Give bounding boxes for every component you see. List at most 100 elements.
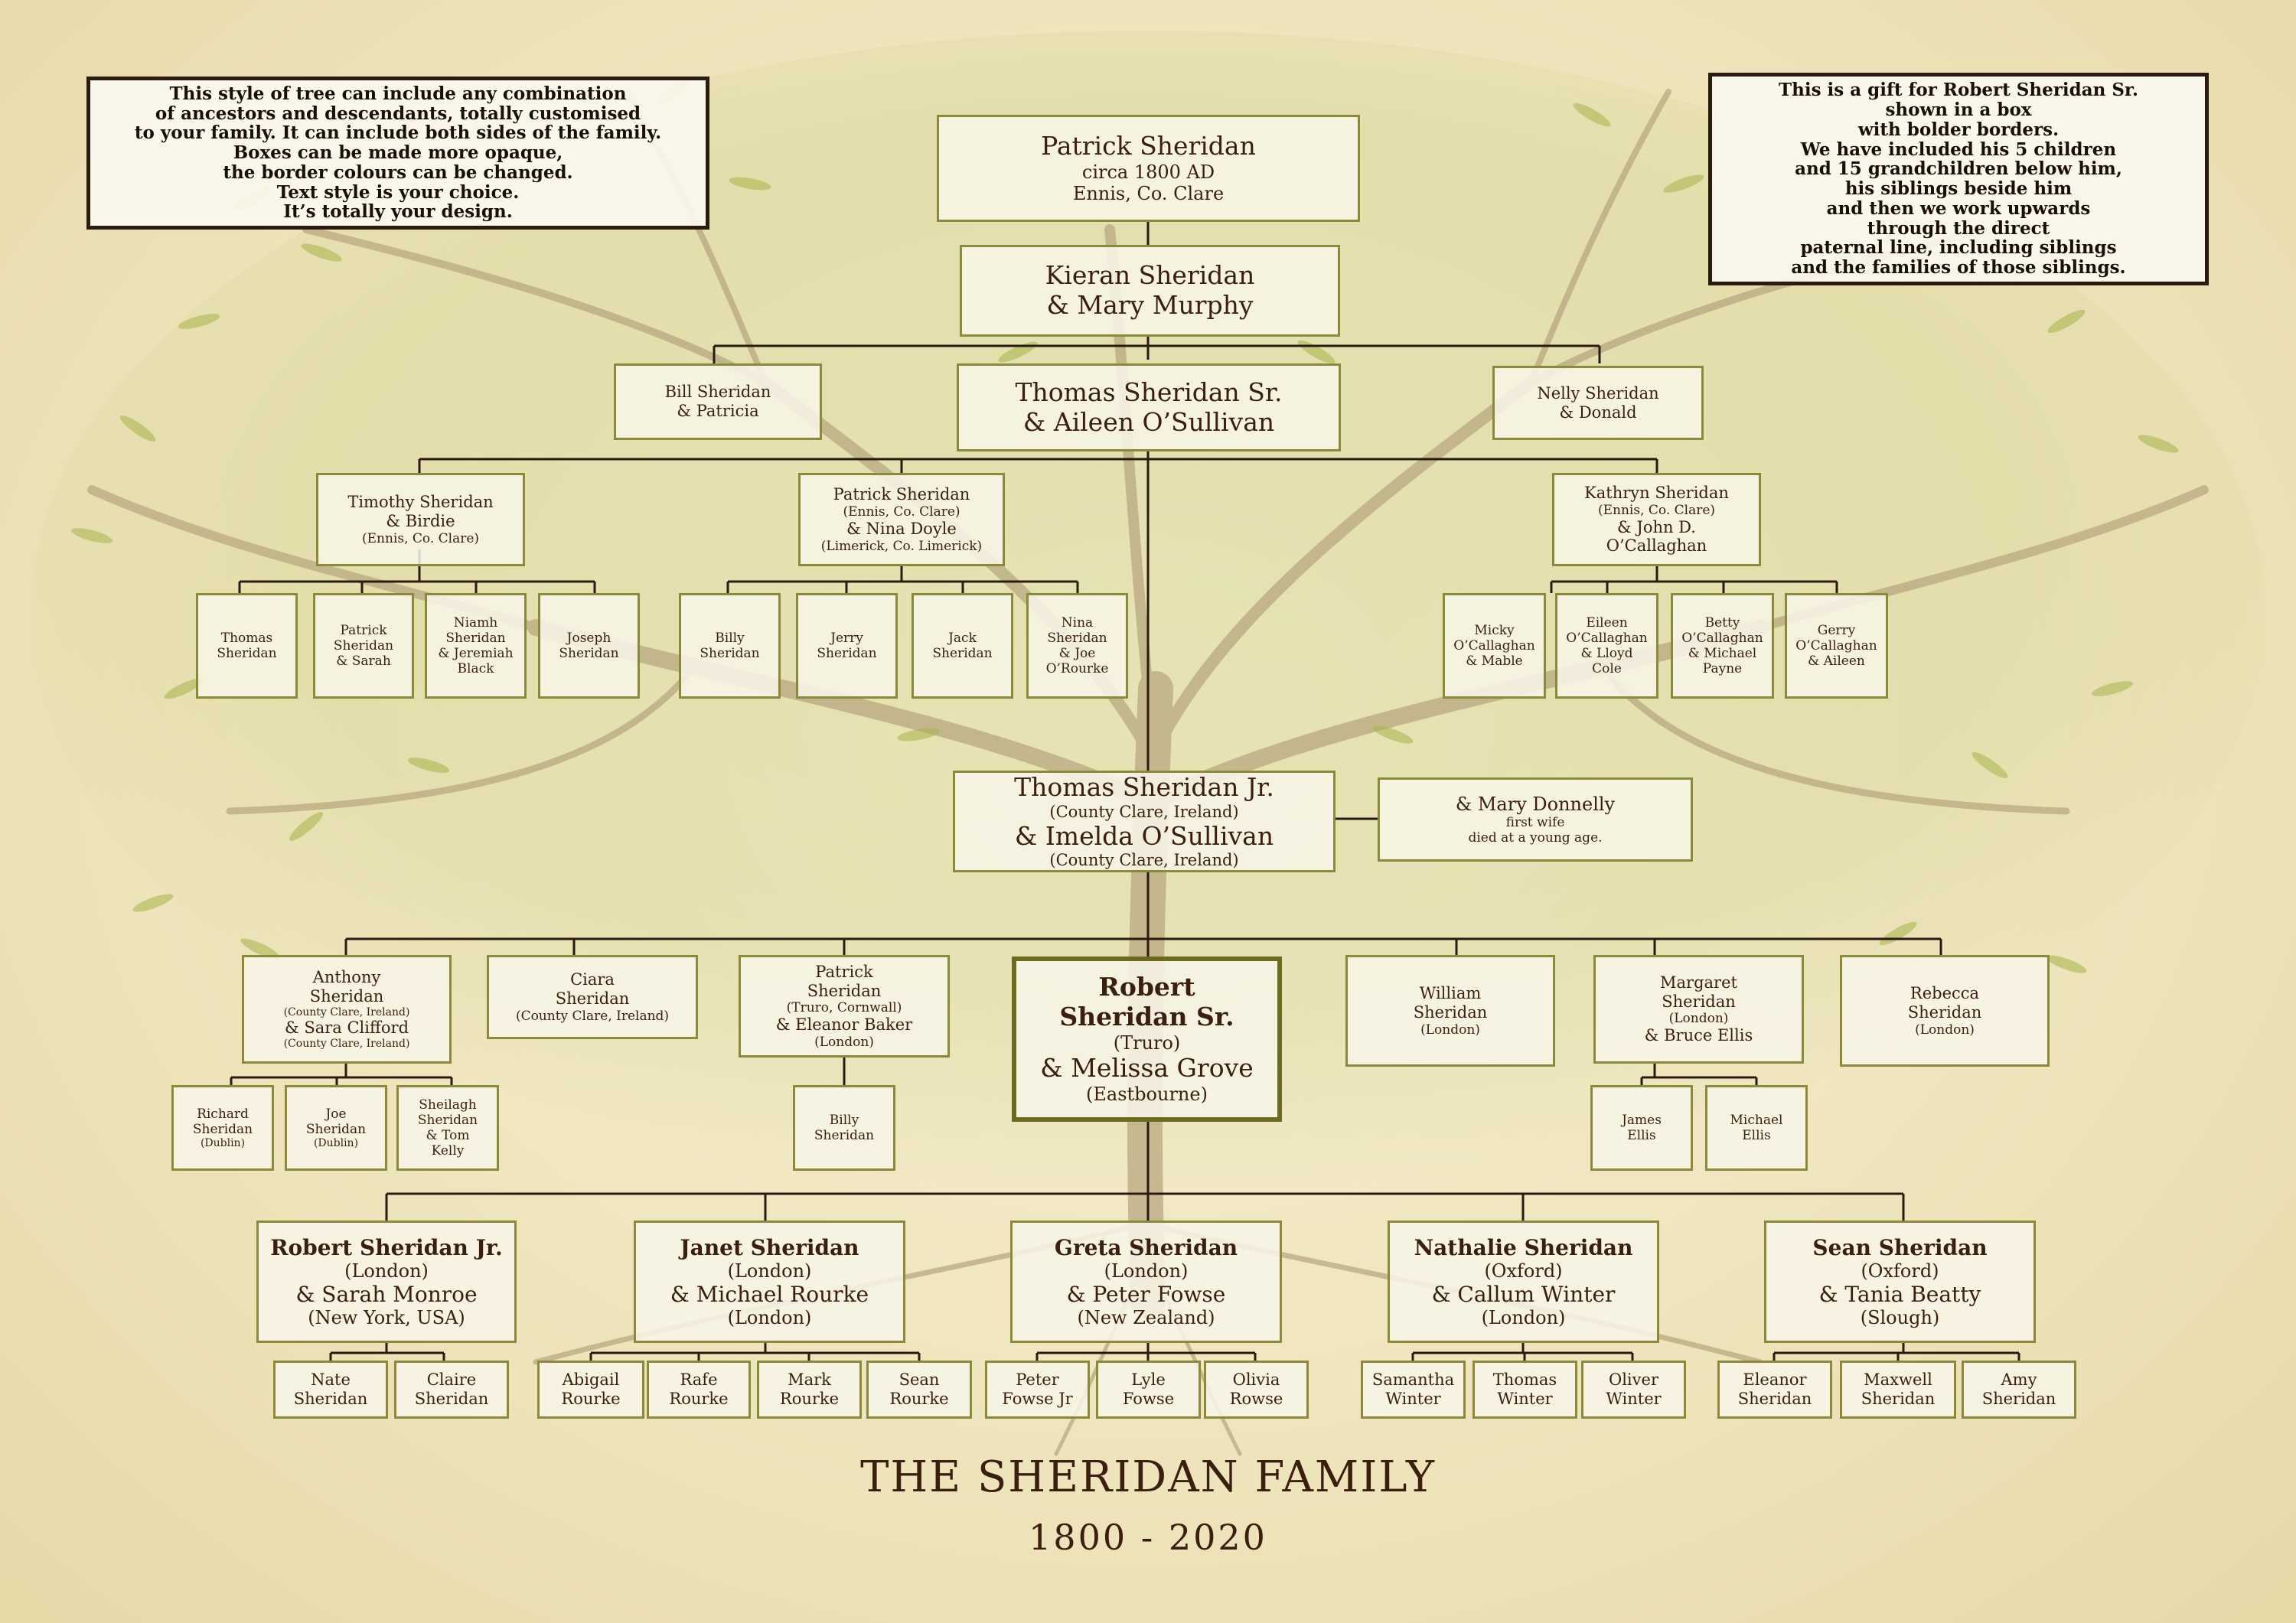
person-kieran-sheridan: Kieran Sheridan & Mary Murphy [960,245,1340,337]
note-line: This is a gift for Robert Sheridan Sr. [1779,80,2138,101]
note-line: This style of tree can include any combi… [169,83,627,104]
person-james-ellis: James Ellis [1590,1085,1693,1171]
person-place: (London) [1420,1022,1480,1038]
person-name: Claire [426,1370,477,1390]
person-name: Sheridan [192,1121,253,1137]
person-name: Rourke [669,1390,729,1408]
person-detail: died at a young age. [1468,830,1603,846]
person-name: Sean Sheridan [1812,1234,1988,1260]
person-name: Joseph [566,630,612,646]
person-olivia-rowse: Olivia Rowse [1204,1361,1309,1419]
person-sean-sheridan: Sean Sheridan (Oxford) & Tania Beatty (S… [1764,1221,2036,1343]
person-thomas-winter: Thomas Winter [1473,1361,1577,1419]
person-place: (Oxford) [1861,1260,1939,1282]
person-nathalie-sheridan: Nathalie Sheridan (Oxford) & Callum Wint… [1388,1221,1659,1343]
person-spouse: & Jeremiah [438,646,514,661]
person-place: (County Clare, Ireland) [283,1038,410,1051]
person-sean-rourke: Sean Rourke [866,1361,972,1419]
person-name: Sheridan [1413,1002,1488,1022]
person-name: Rourke [889,1390,949,1408]
person-place: (Slough) [1860,1307,1940,1329]
note-line: and then we work upwards [1826,197,2091,219]
person-place: (Truro) [1113,1032,1181,1054]
person-nate-sheridan: Nate Sheridan [273,1361,388,1419]
person-name: Sheridan [1861,1390,1936,1408]
person-thomas-sheridan-g5: Thomas Sheridan [196,593,298,699]
person-name: Sheridan [814,1128,875,1143]
person-spouse: & Birdie [386,511,455,530]
person-detail: Ennis, Co. Clare [1072,183,1225,205]
person-spouse: & Mable [1466,653,1523,670]
person-place: (Dublin) [200,1136,246,1149]
family-years: 1800 - 2020 [1029,1517,1267,1558]
person-name: & Mary Donnelly [1455,793,1616,815]
person-name: O’Callaghan [1681,630,1763,646]
person-rebecca-sheridan: Rebecca Sheridan (London) [1840,955,2050,1067]
person-name: Rourke [561,1390,621,1408]
person-spouse: O’Callaghan [1606,536,1707,556]
person-name: Billy [829,1112,859,1128]
person-name: Peter [1016,1370,1059,1390]
person-spouse: & Sarah [336,653,391,670]
person-spouse: & Michael [1688,646,1757,661]
person-niamh-sheridan: Niamh Sheridan & Jeremiah Black [425,593,527,699]
person-spouse: Payne [1702,661,1743,677]
person-ciara-sheridan: Ciara Sheridan (County Clare, Ireland) [487,955,698,1039]
person-bill-sheridan: Bill Sheridan & Patricia [614,363,822,440]
person-spouse: & Joe [1058,646,1096,661]
person-patrick-sheridan-1800: Patrick Sheridan circa 1800 AD Ennis, Co… [937,115,1360,222]
person-name: Thomas Sheridan Sr. [1015,376,1283,407]
person-jerry-sheridan: Jerry Sheridan [796,593,898,699]
person-name: Sheridan Sr. [1059,1002,1234,1032]
note-line: the border colours can be changed. [223,161,573,183]
person-name: Kathryn Sheridan [1584,483,1729,502]
person-claire-sheridan: Claire Sheridan [394,1361,509,1419]
person-name: Sheridan [559,646,619,661]
person-detail: first wife [1505,815,1565,831]
person-janet-sheridan: Janet Sheridan (London) & Michael Rourke… [634,1221,905,1343]
person-name: Maxwell [1864,1370,1932,1390]
person-place: (London) [1668,1011,1729,1027]
note-line: through the direct [1867,217,2050,239]
person-name: O’Callaghan [1795,637,1877,653]
person-place: (Truro, Cornwall) [786,1000,902,1016]
note-line: Text style is your choice. [276,181,520,203]
person-timothy-sheridan: Timothy Sheridan & Birdie (Ennis, Co. Cl… [316,473,525,566]
person-place: (County Clare, Ireland) [1049,851,1239,870]
person-spouse: & Imelda O’Sullivan [1014,820,1274,851]
person-name: Mark [788,1370,831,1390]
person-spouse: & Tania Beatty [1818,1282,1981,1307]
person-name: Joe [325,1106,347,1122]
person-name: Sheridan [309,987,384,1006]
person-sheilagh-sheridan: Sheilagh Sheridan & Tom Kelly [396,1085,499,1171]
person-place: (London) [1481,1307,1566,1329]
person-place: (New York, USA) [308,1307,465,1329]
person-name: Sheridan [932,646,993,661]
person-name: Ellis [1627,1128,1656,1143]
person-place: (Dublin) [313,1136,359,1149]
person-name: Lyle [1131,1370,1166,1390]
person-michael-ellis: Michael Ellis [1705,1085,1808,1171]
person-oliver-winter: Oliver Winter [1581,1361,1686,1419]
person-name: Thomas [1492,1370,1557,1390]
note-line: and 15 grandchildren below him, [1795,158,2122,180]
person-place: (London) [814,1035,874,1051]
person-place: (County Clare, Ireland) [283,1005,410,1018]
person-margaret-sheridan: Margaret Sheridan (London) & Bruce Ellis [1593,955,1804,1064]
person-name: Amy [2001,1370,2037,1390]
person-patrick-sheridan-ennis: Patrick Sheridan (Ennis, Co. Clare) & Ni… [798,473,1005,566]
person-name: Sean [899,1370,940,1390]
connector-lines [230,222,2020,1361]
person-place: (County Clare, Ireland) [515,1008,670,1024]
person-spouse: & Tom [426,1128,470,1143]
person-billy-sheridan-2: Billy Sheridan [793,1085,895,1171]
person-name: Jack [948,630,977,646]
person-anthony-sheridan: Anthony Sheridan (County Clare, Ireland)… [242,955,452,1064]
person-samantha-winter: Samantha Winter [1361,1361,1466,1419]
person-place: (Eastbourne) [1086,1084,1208,1106]
person-name: Janet Sheridan [680,1234,859,1260]
person-name: Winter [1385,1390,1441,1408]
person-name: Sheridan [414,1390,489,1408]
person-place: (County Clare, Ireland) [1049,802,1239,821]
person-place: (London) [1104,1260,1189,1282]
